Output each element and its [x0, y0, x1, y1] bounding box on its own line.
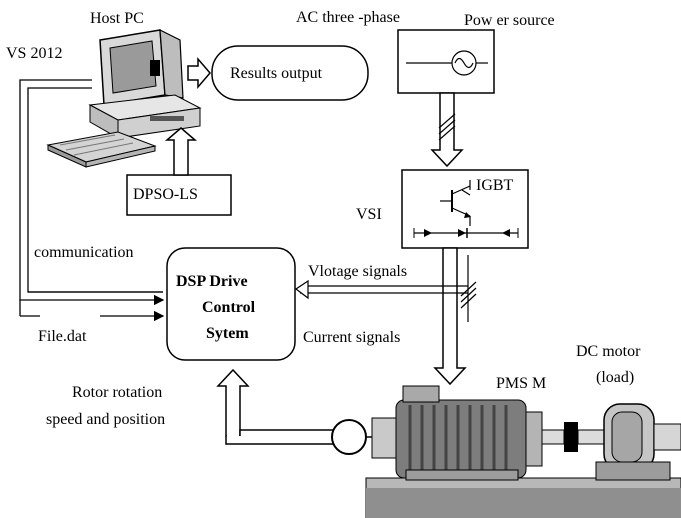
dpso-ls-label: DPSO-LS	[133, 186, 198, 203]
dpso-ls-box	[126, 174, 232, 216]
motor-icon	[365, 385, 681, 518]
rotor-label-line1: Rotor rotation	[72, 384, 163, 401]
computer-icon	[46, 28, 202, 168]
power-source-box	[397, 29, 495, 94]
file-dat-label: File.dat	[38, 328, 87, 345]
three-phase-slash-icon	[460, 281, 477, 309]
power-to-vsi-arrow	[430, 92, 464, 168]
dc-motor-load-label: (load)	[596, 369, 635, 386]
current-signals-label: Current signals	[303, 329, 401, 346]
power-source-label: Pow er source	[464, 12, 555, 29]
pmsm-label: PMS M	[496, 375, 547, 392]
igbt-label: IGBT	[476, 177, 514, 194]
ac-three-phase-label: AC three -phase	[296, 9, 400, 26]
results-output-label: Results output	[230, 65, 323, 82]
communication-label: communication	[34, 244, 134, 261]
vsi-to-pmsm-arrow	[433, 247, 467, 386]
vs2012-label: VS 2012	[6, 45, 63, 62]
vsi-label: VSI	[356, 206, 382, 223]
voltage-signals-label: Vlotage signals	[308, 263, 408, 280]
dsp-title-line1: DSP Drive	[176, 273, 248, 290]
host-pc-label: Host PC	[90, 10, 144, 27]
dpso-arrow	[164, 127, 198, 176]
load-motor-icon	[595, 403, 681, 481]
dc-motor-label: DC motor	[576, 343, 641, 360]
dsp-title-line2: Control	[202, 299, 256, 316]
ac-source-icon	[406, 50, 488, 76]
rotor-feedback-arrow	[216, 368, 250, 437]
dsp-title-line3: Sytem	[206, 325, 249, 342]
output-arrow	[187, 56, 211, 90]
rotor-label-line2: speed and position	[46, 411, 166, 428]
results-output-box	[211, 45, 369, 101]
three-phase-slash-icon	[438, 113, 456, 141]
igbt-transistor-icon	[413, 180, 519, 238]
dsp-box	[166, 247, 296, 361]
